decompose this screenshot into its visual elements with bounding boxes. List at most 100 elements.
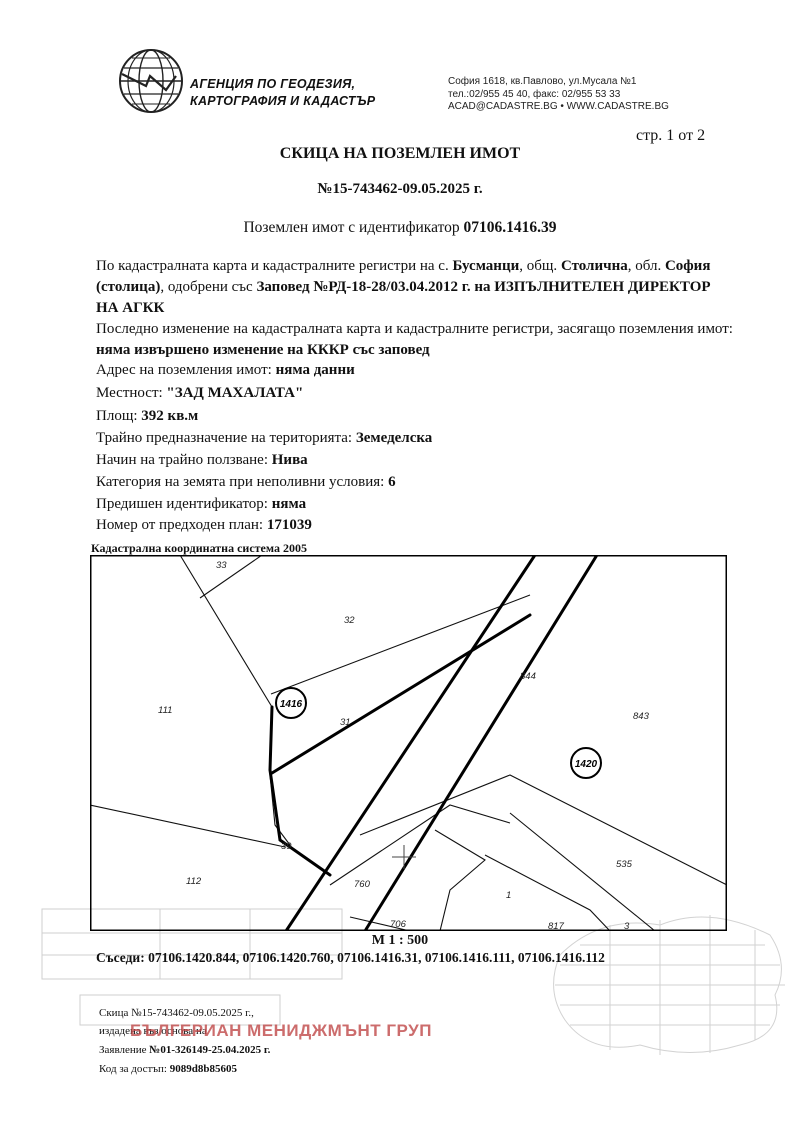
neighbors-label: Съседи: [96,950,149,965]
category-row: Категория на земята при неполивни услови… [96,472,736,493]
area-label: Площ: [96,408,142,424]
footer-access-code: Код за достъп: 9089d8b85605 [99,1062,237,1076]
parcel-id: 07106.1416.39 [463,219,557,236]
parcel-label-3: 3 [624,921,630,931]
globe-logo [119,49,183,113]
address-row: Адрес на поземления имот: няма данни [96,360,736,381]
agency-phone: тел.:02/955 45 40, факс: 02/955 53 33 [448,88,621,100]
zone-circle-1420 [570,747,602,779]
category-label: Категория на земята при неполивни услови… [96,474,389,490]
previous-id-row: Предишен идентификатор: няма [96,494,736,515]
category-value: 6 [388,474,396,490]
parcel-label-39: 39 [281,841,292,852]
usage-label: Начин на трайно ползване: [96,452,272,468]
region-name: София (столица) [96,258,711,295]
subject-parcel-edge [268,705,332,877]
zone-circle-1416 [275,687,307,719]
application-label: Заявление [99,1044,150,1056]
village-name: Бусманци [452,258,520,274]
bulgaria-map-watermark [553,915,785,1055]
text-fragment: , одобрени със [160,279,257,295]
boundary-1420 [359,774,727,886]
boundary-111-112 [90,804,286,848]
parcel-label-817: 817 [548,921,565,931]
text-fragment: По кадастралната карта и кадастралните р… [96,258,453,274]
agency-line-1: АГЕНЦИЯ ПО ГЕОДЕЗИЯ, [190,77,356,91]
locality-value: "ЗАД МАХАЛАТА" [166,385,304,401]
road-edge-east [363,555,599,931]
boundary-lower [349,916,411,931]
area-value: 392 кв.м [141,408,199,424]
parcel-label-760: 760 [354,879,371,890]
address-value: няма данни [275,362,355,378]
parcel-label-535: 535 [616,859,633,870]
parcel-label-32: 32 [344,615,355,626]
application-value: №01-326149-25.04.2025 г. [149,1044,271,1056]
page-number: стр. 1 от 2 [636,127,706,144]
parcel-label-1: 1 [506,890,511,901]
access-code-value: 9089d8b85605 [169,1063,237,1075]
neighbors-line: Съседи: 07106.1420.844, 07106.1420.760, … [96,950,605,966]
previous-plan-value: 171039 [266,517,312,533]
boundary-760 [329,804,511,886]
survey-point [392,845,416,869]
agency-address: София 1618, кв.Павлово, ул.Мусала №1 [448,76,637,87]
locality-row: Местност: "ЗАД МАХАЛАТА" [96,383,736,404]
map-frame [90,555,727,931]
address-label: Адрес на поземления имот: [96,362,276,378]
agency-line-2: КАРТОГРАФИЯ И КАДАСТЪР [190,94,376,108]
agency-name: АГЕНЦИЯ ПО ГЕОДЕЗИЯ, КАРТОГРАФИЯ И КАДАС… [190,76,375,110]
parcel-label-33: 33 [216,560,227,571]
usage-row: Начин на трайно ползване: Нива [96,450,736,471]
parcel-label-31: 31 [340,717,351,728]
footer-issued: издадена въз основа на [99,1025,207,1037]
purpose-label: Трайно предназначение на територията: [96,430,356,446]
footer-sketch: Скица №15-743462-09.05.2025 г., [99,1007,254,1019]
cadastral-map-paragraph: По кадастралната карта и кадастралните р… [96,256,736,319]
neighbors-value: 07106.1420.844, 07106.1420.760, 07106.14… [148,950,605,965]
parcel-label: Поземлен имот с идентификатор [243,219,460,236]
road-edge-west [284,555,537,931]
usage-value: Нива [271,452,308,468]
document-number: №15-743462-09.05.2025 г. [317,181,483,197]
text-fragment: , обл. [627,258,662,274]
last-change-paragraph: Последно изменение на кадастралната карт… [96,319,736,361]
agency-contacts: София 1618, кв.Павлово, ул.Мусала №1 тел… [448,76,669,114]
previous-id-label: Предишен идентификатор: [96,496,272,512]
boundary-32-31 [270,594,531,695]
boundary-535 [509,812,656,931]
approval-order: Заповед №РД-18-28/03.04.2012 г. на ИЗПЪЛ… [96,279,711,316]
document-title: СКИЦА НА ПОЗЕМЛЕН ИМОТ [279,145,521,162]
purpose-row: Трайно предназначение на територията: Зе… [96,428,736,449]
parcel-label-111: 111 [158,705,172,716]
area-row: Площ: 392 кв.м [96,406,736,427]
stamp-watermark [41,908,343,1026]
road-edge-mid [270,613,532,775]
footer-application: Заявление №01-326149-25.04.2025 г. [99,1043,270,1057]
map-scale: М 1 : 500 [371,933,429,948]
purpose-value: Земеделска [355,430,433,446]
last-change-value: няма извършено изменение на КККР със зап… [96,342,430,358]
boundary-building [434,829,486,931]
parcel-label-706: 706 [390,919,407,930]
last-change-label: Последно изменение на кадастралната карт… [96,321,733,337]
text-fragment: , общ. [519,258,561,274]
boundary-33 [199,555,264,599]
coordinate-system-label: Кадастрална координатна система 2005 [91,541,307,555]
previous-id-value: няма [271,496,307,512]
municipality-name: Столична [560,258,628,274]
company-stamp-text: БЪЛГЕРИАН МЕНИДЖМЪНТ ГРУП [130,1021,432,1040]
parcel-label-112: 112 [186,876,202,887]
access-code-label: Код за достъп: [99,1063,170,1075]
parcel-label-843: 843 [633,711,650,722]
zone-label-1416: 1416 [280,699,303,710]
previous-plan-label: Номер от предходен план: [96,517,267,533]
parcel-label-844: 844 [520,671,536,682]
zone-label-1420: 1420 [575,759,598,770]
cadastral-map: 33 32 111 31 844 843 39 112 760 1 535 70… [90,555,727,931]
parcel-identifier-line: Поземлен имот с идентификатор 07106.1416… [0,219,800,237]
locality-label: Местност: [96,385,167,401]
agency-email-web: ACAD@CADASTRE.BG • WWW.CADASTRE.BG [448,101,669,112]
previous-plan-row: Номер от предходен план: 171039 [96,515,736,536]
